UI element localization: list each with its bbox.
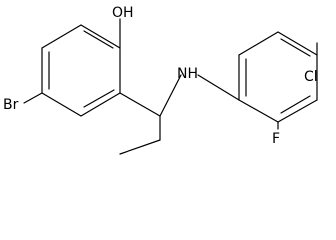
atom-label-nh: NH: [177, 66, 198, 82]
molecule-structure-diagram: OH Br NH Cl F: [3, 5, 318, 155]
atom-label-f: F: [272, 131, 280, 147]
bond-right-ring-top-right-inner: [280, 38, 311, 57]
bond-left-ring-bottom-left: [41, 92, 82, 117]
atom-labels: OH Br NH Cl F: [3, 5, 318, 147]
bond-ring-to-chain: [119, 92, 161, 117]
bond-left-ring-bottom-right: [80, 92, 121, 117]
bond-chain-ethyl-2: [119, 139, 161, 155]
bond-br: [23, 92, 43, 104]
bond-left-ring-top-left: [41, 24, 82, 49]
bond-group: [23, 18, 318, 155]
bond-right-ring-bottom-left: [238, 99, 279, 123]
bond-left-ring-bottom-right-inner: [83, 89, 115, 108]
bond-right-ring-bottom-right: [277, 99, 318, 123]
bond-left-ring-top-inner: [83, 30, 114, 49]
atom-label-oh: OH: [112, 5, 134, 21]
bond-chain-to-nh: [159, 74, 182, 117]
bond-right-ring-top-right: [277, 31, 318, 56]
bond-right-ring-top-left: [238, 31, 279, 56]
atom-label-br: Br: [3, 97, 19, 113]
bond-left-ring-top: [80, 24, 121, 49]
bond-right-ring-bottom-right-inner: [280, 95, 311, 114]
bond-nh-to-right-ring: [197, 74, 240, 101]
atom-label-cl: Cl: [304, 69, 318, 85]
